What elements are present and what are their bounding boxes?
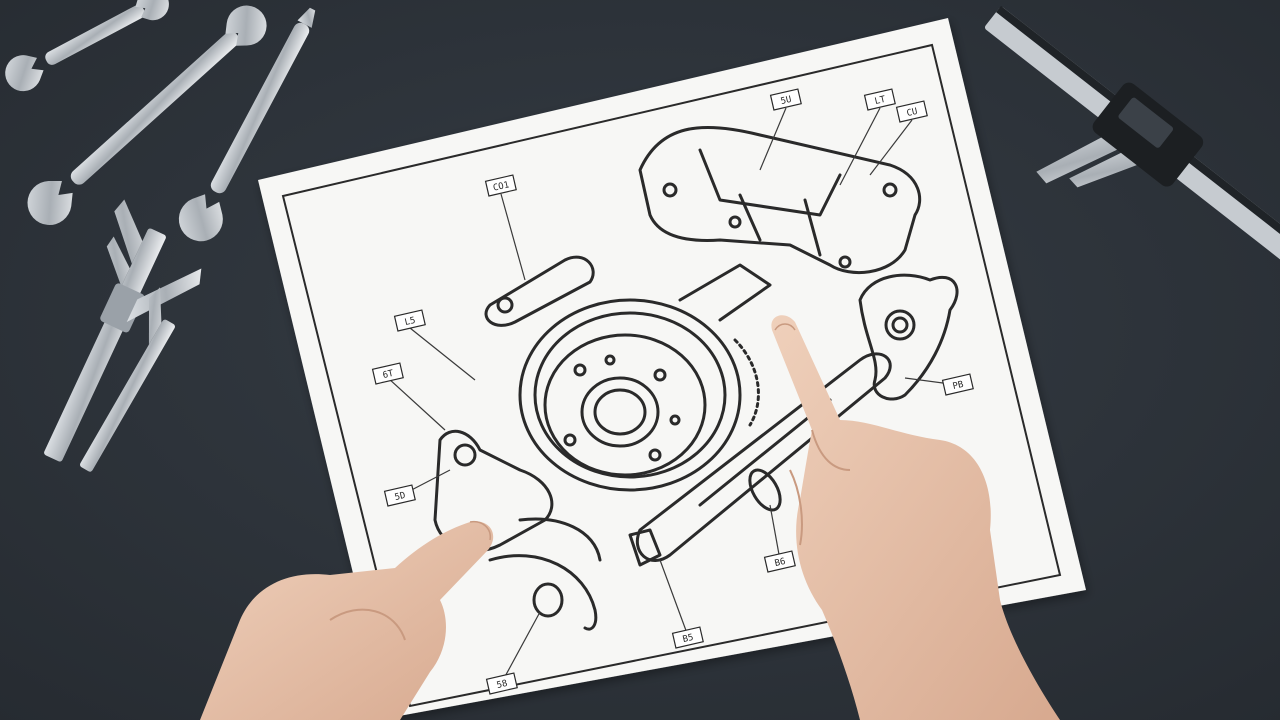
callout-text: 5U — [780, 95, 793, 107]
callout-leaders — [387, 107, 959, 683]
callout-label-5: L5 — [393, 309, 426, 332]
wrench-medium-icon — [27, 5, 267, 225]
callout-label-4: CO1 — [484, 174, 517, 197]
callout-box — [863, 88, 896, 111]
callout-label-7: 5D — [383, 484, 416, 507]
callout-box — [769, 88, 802, 111]
callout-box — [383, 484, 416, 507]
callout-label-10: B5 — [671, 626, 704, 649]
caliper-right-icon — [984, 5, 1280, 286]
callout-box — [485, 672, 518, 695]
caliper-left-icon — [44, 199, 202, 462]
callout-label-1: 5U — [769, 88, 802, 111]
blueprint-border — [281, 43, 1062, 708]
wrench-large-icon — [178, 7, 316, 242]
suspension-drawing — [433, 125, 959, 631]
callout-text: LT — [874, 95, 887, 107]
callout-text: PB — [952, 380, 965, 392]
callout-label-6: 6T — [371, 362, 404, 385]
caliper-left-lower-icon — [80, 287, 175, 472]
right-hand — [771, 315, 1060, 720]
callout-text: 6T — [382, 369, 395, 381]
callout-label-9: B6 — [763, 550, 796, 573]
callout-label-3: CU — [895, 100, 928, 123]
callout-label-11: 58 — [485, 672, 518, 695]
callout-text: L5 — [404, 316, 417, 328]
callout-text: 5D — [394, 491, 407, 503]
left-hand — [200, 520, 494, 720]
callout-box — [895, 100, 928, 123]
callout-label-8: PB — [941, 373, 974, 396]
callout-text: B6 — [774, 557, 787, 569]
callout-box — [393, 309, 426, 332]
callout-box — [371, 362, 404, 385]
callout-label-2: LT — [863, 88, 896, 111]
callout-box — [941, 373, 974, 396]
callout-text: B5 — [682, 633, 695, 645]
wrench-small-icon — [5, 0, 169, 92]
callout-box — [671, 626, 704, 649]
callout-box — [484, 174, 517, 197]
callout-text: 58 — [496, 679, 509, 691]
callout-text: CU — [906, 107, 919, 119]
callout-text: CO1 — [492, 180, 510, 193]
callout-box — [763, 550, 796, 573]
